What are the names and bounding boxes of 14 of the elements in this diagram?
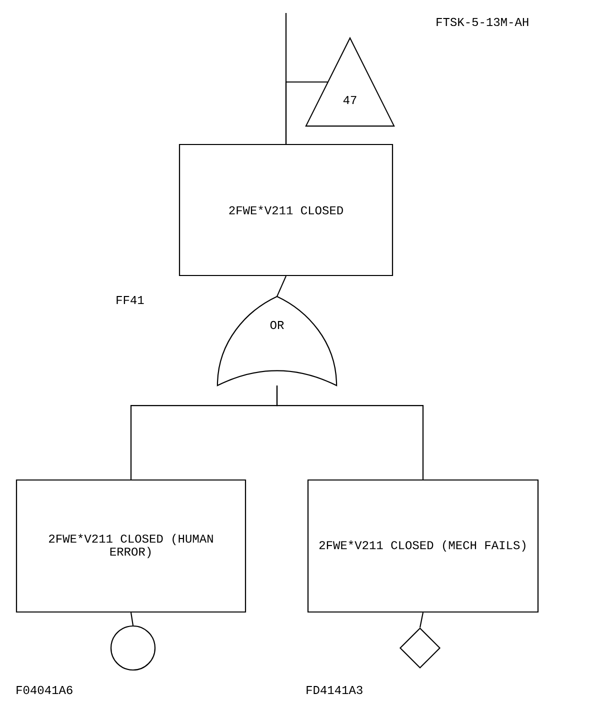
- connector-line: [130, 612, 134, 626]
- event-id: FF41: [116, 296, 144, 304]
- or-gate: OR: [216, 296, 338, 386]
- drawing-number: FTSK-5-13M-AH: [436, 18, 528, 26]
- connector-line: [276, 386, 424, 480]
- event-id: FD4141A3: [306, 686, 362, 694]
- connector-line: [419, 612, 424, 628]
- basic-event-circle: [110, 625, 156, 671]
- connector-line: [276, 276, 286, 297]
- event-id: F04041A6: [16, 686, 72, 694]
- event-box: 2FWE*V211 CLOSED: [178, 144, 394, 276]
- event-box: 2FWE*V211 CLOSED (HUMAN ERROR): [16, 479, 246, 613]
- event-box: 2FWE*V211 CLOSED (MECH FAILS): [307, 479, 539, 613]
- connector-line: [285, 81, 328, 144]
